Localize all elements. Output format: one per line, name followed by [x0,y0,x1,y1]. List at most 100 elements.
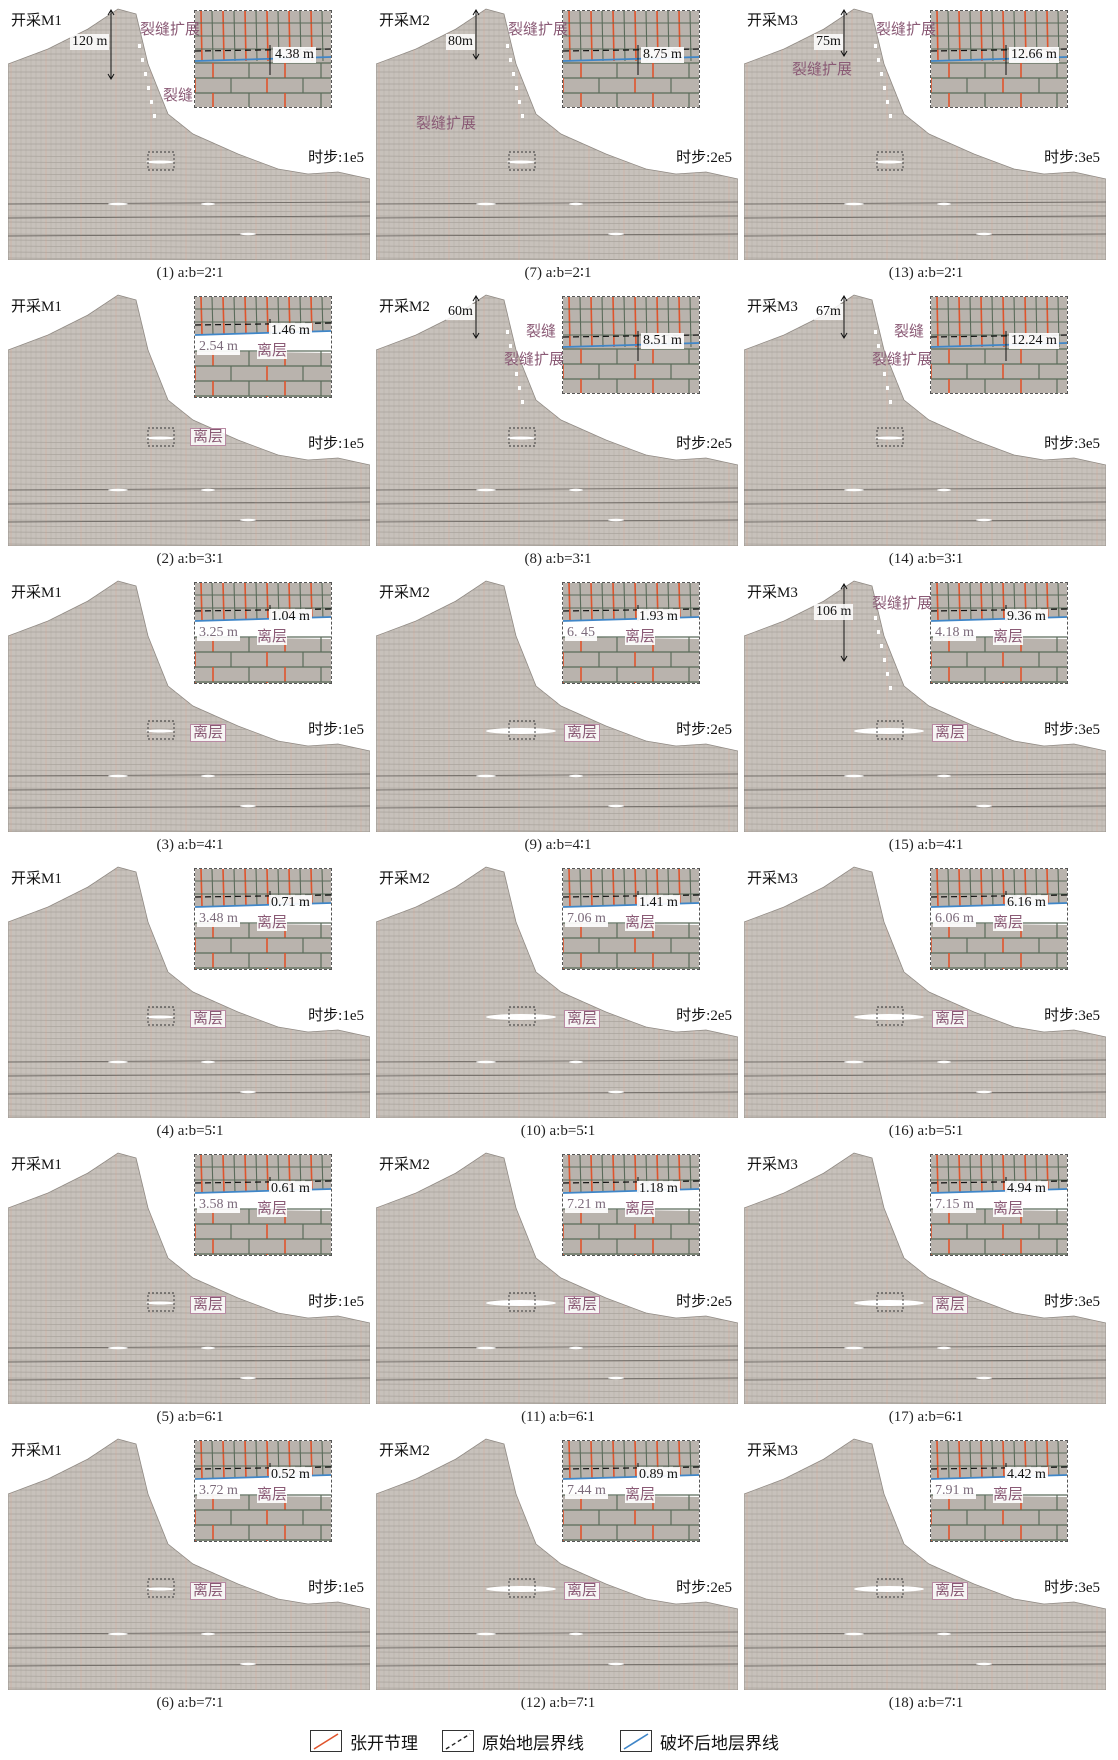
lower-seam [976,518,992,522]
timestep-label: 时步:2e5 [676,1580,732,1596]
lower-seam [976,804,992,808]
crack-extension-label: 裂缝扩展 [872,596,933,612]
timestep-label: 时步:3e5 [1044,722,1100,738]
mining-label: 开采M3 [747,1157,798,1173]
mining-label: 开采M2 [379,13,430,29]
crack-gap [880,358,883,362]
separation-label: 离层 [564,1010,601,1028]
measured-value: 12.66 m [1009,47,1059,63]
legend-open-joint: 张开节理 [310,1728,418,1754]
lower-seam [844,202,864,206]
mining-label: 开采M2 [379,1443,430,1459]
crack-gap [883,372,886,376]
zoom-region-box [508,427,536,447]
mining-label: 开采M3 [747,871,798,887]
crack-gap [509,58,512,62]
separation-inset-label: 离层 [257,1201,288,1217]
panel-caption: (12) a:b=7∶1 [520,1695,596,1711]
separation-label: 离层 [564,1296,601,1314]
mining-label: 开采M3 [747,1443,798,1459]
measured-value: 1.41 m [637,895,680,911]
measured-value: 1.93 m [637,609,680,625]
measured-value: 8.75 m [641,47,684,63]
zoom-inset: 4.38 m [194,10,332,108]
crack-gap [889,400,892,404]
mining-label: 开采M2 [379,585,430,601]
zoom-inset: 12.24 m [930,296,1068,394]
panel-caption: (9) a:b=4∶1 [524,837,592,853]
panel-caption: (11) a:b=6∶1 [521,1409,595,1425]
rock-model-scene [8,1438,370,1690]
separation-inset-label: 离层 [625,629,656,645]
timestep-label: 时步:3e5 [1044,1580,1100,1596]
zoom-region-box [147,1292,175,1312]
lower-seam [937,202,951,206]
separation-lens [486,1014,556,1020]
zoom-region-box [147,720,175,740]
separation-lens [854,1014,924,1020]
mining-label: 开采M2 [379,871,430,887]
height-label: 75m [814,34,843,50]
lower-seam [476,1632,496,1636]
crack-gap [880,72,883,76]
height-label: 106 m [814,604,854,620]
crack-gap [515,372,518,376]
legend-broken-boundary-label: 破坏后地层界线 [660,1733,779,1753]
side-value: 7.06 m [565,911,608,927]
separation-label: 离层 [190,428,227,446]
zoom-region-box [508,720,536,740]
separation-lens [875,436,903,440]
mining-label: 开采M1 [11,13,62,29]
lower-seam [569,774,583,778]
mining-label: 开采M1 [11,1443,62,1459]
rock-model-scene [376,294,738,546]
lower-seam [937,1060,951,1064]
mining-label: 开采M3 [747,585,798,601]
lower-seam [569,202,583,206]
timestep-label: 时步:2e5 [676,436,732,452]
mining-label: 开采M1 [11,871,62,887]
side-value: 4.18 m [933,625,976,641]
crack-label: 裂缝扩展 [140,22,201,38]
arrowhead-icon [840,9,848,16]
crack-gap [889,114,892,118]
mining-label: 开采M3 [747,13,798,29]
separation-inset-label: 离层 [257,915,288,931]
crack-gap [515,86,518,90]
zoom-region-box [147,1006,175,1026]
lower-seam [108,488,128,492]
lower-seam [608,232,624,236]
crack-gap [512,358,515,362]
separation-lens [486,1300,556,1306]
crack-gap [874,330,877,334]
separation-label: 离层 [190,1010,227,1028]
separation-inset-label: 离层 [993,629,1024,645]
crack-gap [518,386,521,390]
lower-seam [937,1346,951,1350]
lower-seam [476,1060,496,1064]
lower-seam [937,1632,951,1636]
measured-value: 8.51 m [641,333,684,349]
crack-gap [889,686,892,690]
arrowhead-icon [472,53,480,60]
separation-label: 离层 [932,724,969,742]
measured-value: 6.16 m [1005,895,1048,911]
lower-seam [201,774,215,778]
legend-open-joint-label: 张开节理 [350,1733,418,1753]
panel-caption: (14) a:b=3∶1 [888,551,964,567]
